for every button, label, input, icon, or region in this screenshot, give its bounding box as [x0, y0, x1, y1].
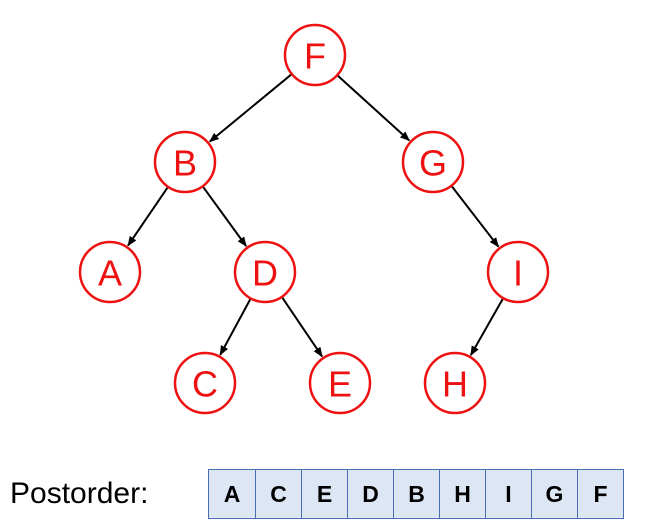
tree-node-B: B: [153, 130, 217, 194]
node-label: G: [419, 143, 447, 184]
node-label: C: [192, 364, 218, 405]
edge-B-D: [202, 186, 247, 247]
edge-B-A: [127, 187, 169, 247]
edge-F-B: [208, 73, 292, 143]
edge-D-C: [219, 298, 252, 356]
node-label: F: [304, 36, 326, 77]
tree-edges: [127, 73, 504, 358]
node-circle: [153, 130, 217, 194]
tree-node-F: F: [283, 23, 347, 87]
node-circle: [78, 240, 142, 304]
traversal-cell: B: [393, 470, 439, 518]
tree-node-E: E: [308, 351, 372, 415]
tree-node-C: C: [173, 351, 237, 415]
edge-G-I: [451, 185, 500, 248]
traversal-cell: G: [531, 470, 577, 518]
node-label: B: [173, 143, 197, 184]
tree-node-H: H: [423, 351, 487, 415]
node-circle: [423, 351, 487, 415]
node-label: H: [442, 364, 468, 405]
traversal-cell: H: [439, 470, 485, 518]
traversal-cell: E: [301, 470, 347, 518]
traversal-cell: D: [347, 470, 393, 518]
node-circle: [401, 130, 465, 194]
tree-nodes: F B G A D I C E H: [78, 23, 550, 415]
node-label: A: [98, 253, 122, 294]
traversal-cell: I: [485, 470, 531, 518]
traversal-cell: A: [223, 481, 241, 507]
node-label: E: [328, 364, 352, 405]
node-circle: [233, 240, 297, 304]
node-circle: [173, 351, 237, 415]
tree-node-I: I: [486, 240, 550, 304]
node-circle: [486, 240, 550, 304]
tree-node-A: A: [78, 240, 142, 304]
tree-node-D: D: [233, 240, 297, 304]
traversal-cell: F: [577, 470, 623, 518]
tree-node-G: G: [401, 130, 465, 194]
node-circle: [283, 23, 347, 87]
edge-I-H: [469, 298, 504, 357]
edge-F-G: [337, 75, 411, 142]
node-label: D: [252, 253, 278, 294]
node-circle: [308, 351, 372, 415]
traversal-cell: C: [255, 470, 301, 518]
traversal-title: Postorder:: [10, 477, 149, 510]
edge-D-E: [281, 297, 323, 358]
node-label: I: [513, 253, 523, 294]
